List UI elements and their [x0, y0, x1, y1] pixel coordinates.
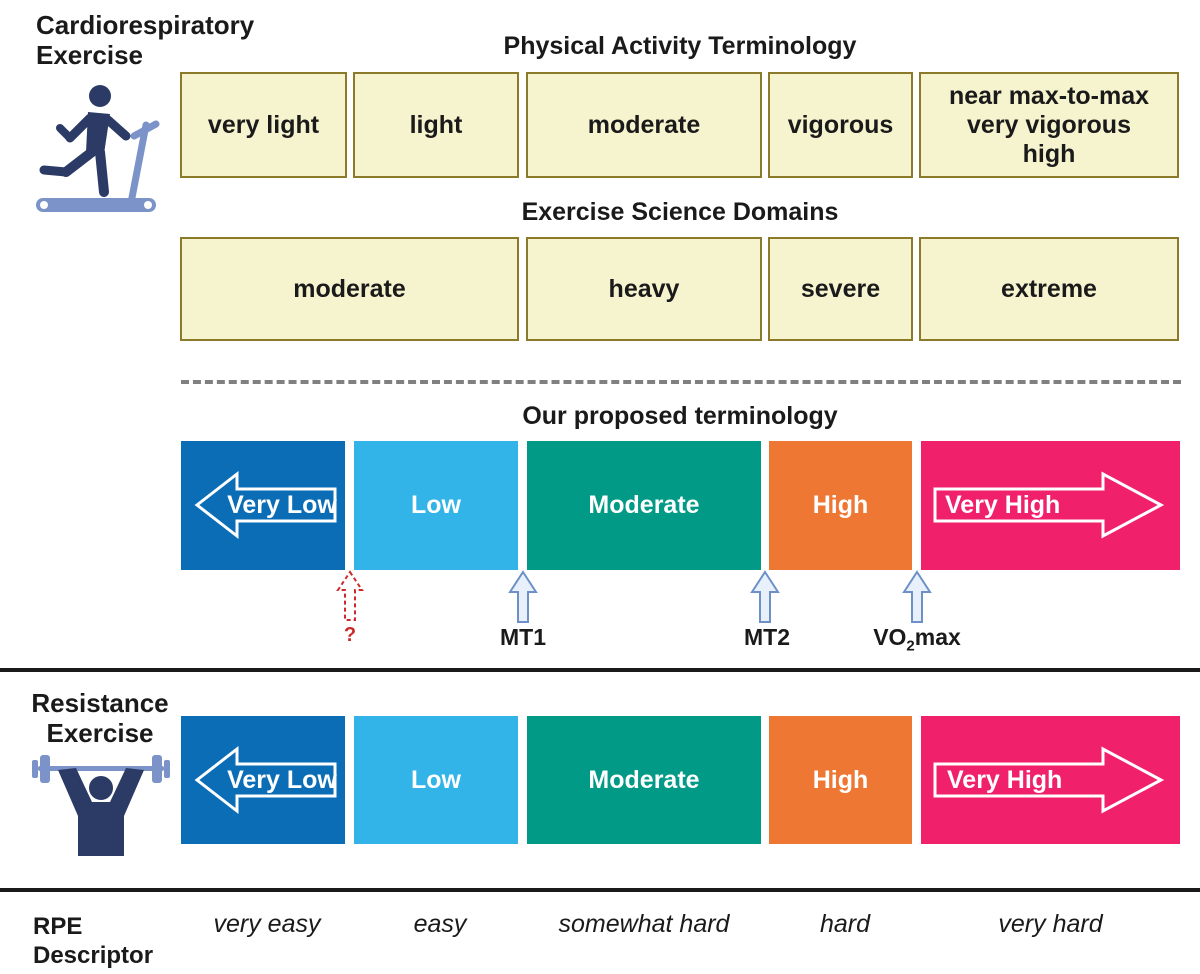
vo2max-prefix: VO — [873, 624, 907, 650]
resistance-heading: Resistance Exercise — [20, 688, 180, 748]
es-box-label: extreme — [1001, 274, 1097, 303]
mt2-label: MT2 — [744, 624, 790, 650]
pa-box-label: vigorous — [787, 110, 894, 139]
es-box-label: moderate — [293, 274, 406, 303]
vo2max-subscript: 2 — [906, 637, 915, 655]
proposed-moderate: Moderate — [527, 441, 761, 570]
resistance-high: High — [769, 716, 912, 844]
vo2max-arrow-icon — [902, 570, 932, 623]
resistance-heading-line2: Exercise — [46, 718, 154, 748]
unknown-threshold-label: ? — [343, 624, 357, 646]
es-box-extreme: extreme — [919, 237, 1179, 341]
right-arrow-icon — [933, 746, 1165, 814]
resistance-very-low: Very Low — [181, 716, 345, 844]
resistance-box-label: High — [812, 765, 869, 794]
es-box-heavy: heavy — [526, 237, 762, 341]
cardio-heading-line2: Exercise — [36, 40, 143, 70]
resistance-moderate: Moderate — [527, 716, 761, 844]
mt1-label: MT1 — [500, 624, 546, 650]
pa-box-label: very light — [207, 110, 320, 139]
section-divider-2 — [0, 888, 1200, 892]
weightlifter-icon — [32, 755, 170, 856]
rpe-heading-line1: RPE — [33, 913, 83, 940]
unknown-threshold-arrow-icon — [336, 570, 364, 621]
left-arrow-icon — [194, 745, 337, 815]
proposed-box-label: Moderate — [588, 491, 700, 519]
pa-box-label: moderate — [587, 110, 701, 139]
pa-box-label: light — [409, 110, 463, 139]
pa-box-line: very vigorous — [967, 110, 1131, 139]
cardio-heading-line1: Cardiorespiratory — [36, 10, 255, 40]
pa-box-line: near max-to-max — [948, 81, 1150, 110]
cardio-heading: Cardiorespiratory Exercise — [36, 10, 276, 70]
proposed-very-high: Very High — [921, 441, 1180, 570]
physical-activity-title: Physical Activity Terminology — [503, 32, 857, 60]
resistance-very-high: Very High — [921, 716, 1180, 844]
section-divider-1 — [0, 668, 1200, 672]
treadmill-runner-icon — [36, 85, 160, 212]
rpe-somewhat-hard: somewhat hard — [558, 910, 730, 938]
resistance-box-label: Low — [411, 765, 461, 794]
pa-box-vigorous: vigorous — [768, 72, 913, 178]
exercise-science-title: Exercise Science Domains — [521, 198, 839, 226]
right-arrow-icon — [933, 471, 1165, 539]
proposed-box-label: High — [812, 491, 869, 519]
es-box-moderate: moderate — [180, 237, 519, 341]
rpe-very-hard: very hard — [998, 910, 1103, 938]
rpe-heading-line2: Descriptor — [33, 942, 154, 969]
proposed-high: High — [769, 441, 912, 570]
rpe-hard: hard — [819, 910, 871, 938]
pa-box-line: high — [1022, 139, 1076, 168]
es-box-severe: severe — [768, 237, 913, 341]
dashed-divider — [181, 380, 1181, 384]
vo2max-label: VO2max — [857, 624, 977, 655]
pa-box-very-light: very light — [180, 72, 347, 178]
proposed-box-label: Very High — [945, 491, 1061, 519]
rpe-very-easy: very easy — [213, 910, 321, 938]
es-box-label: severe — [800, 274, 881, 303]
proposed-box-label: Very Low — [227, 491, 337, 519]
rpe-heading: RPE Descriptor — [33, 912, 183, 970]
pa-box-near-max: near max-to-max very vigorous high — [919, 72, 1179, 178]
left-arrow-icon — [194, 470, 337, 540]
resistance-heading-line1: Resistance — [31, 688, 169, 718]
es-box-label: heavy — [608, 274, 680, 303]
resistance-low: Low — [354, 716, 518, 844]
pa-box-moderate: moderate — [526, 72, 762, 178]
resistance-box-label: Very High — [947, 765, 1063, 794]
proposed-box-label: Low — [411, 491, 461, 519]
mt1-arrow-icon — [508, 570, 538, 623]
resistance-box-label: Very Low — [227, 765, 337, 794]
proposed-low: Low — [354, 441, 518, 570]
vo2max-suffix: max — [914, 624, 961, 650]
pa-box-light: light — [353, 72, 519, 178]
proposed-title: Our proposed terminology — [522, 402, 838, 430]
proposed-very-low: Very Low — [181, 441, 345, 570]
rpe-easy: easy — [413, 910, 467, 938]
mt2-arrow-icon — [750, 570, 780, 623]
resistance-box-label: Moderate — [588, 765, 700, 794]
